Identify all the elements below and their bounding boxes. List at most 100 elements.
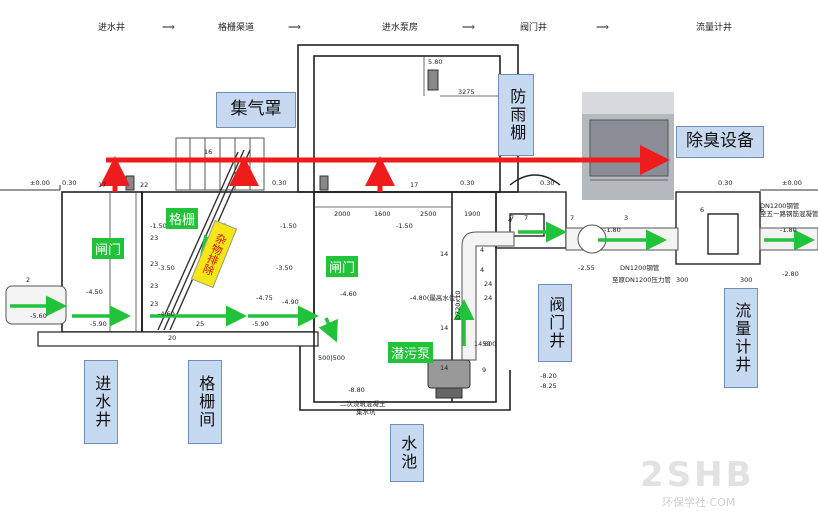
label-d500: 500|500 xyxy=(318,354,345,362)
label-n2: 2 xyxy=(26,276,30,284)
label-m150-a: -1.50 xyxy=(150,222,167,230)
label-m490: -4.90 xyxy=(282,298,299,306)
hoist-equipment xyxy=(125,69,439,191)
header-stage-3: 进水泵房 xyxy=(382,21,418,33)
label-m590-b: -5.90 xyxy=(252,320,269,328)
callout-sump: 水池 xyxy=(390,424,424,482)
callout-gas-hood: 集气罩 xyxy=(216,92,296,128)
callout-valve-well: 阀门井 xyxy=(538,284,572,362)
building-lines xyxy=(109,56,500,332)
grille-screen xyxy=(157,149,251,331)
label-n25: 25 xyxy=(196,320,204,328)
header-stage-2: 格栅渠道 xyxy=(218,21,254,33)
label-m820: -8.20 xyxy=(540,372,557,380)
header-stage-1: 进水井 xyxy=(98,21,125,33)
tag-gate-left: 闸门 xyxy=(92,238,125,259)
label-dim-2500: 2500 xyxy=(420,210,437,218)
watermark-logo: 2SHB xyxy=(640,455,755,495)
label-n24-b: 24 xyxy=(484,294,492,302)
dimension-labels: 5.80 3275 16 ±0.00 0.30 17 22 0.30 17 0.… xyxy=(26,58,818,416)
callout-deodorizer: 除臭设备 xyxy=(676,126,764,158)
label-m255: -2.55 xyxy=(578,264,595,272)
label-m180-b: -1.80 xyxy=(780,226,797,234)
label-n14-b: 14 xyxy=(440,324,448,332)
label-n14-a: 14 xyxy=(440,250,448,258)
water-flow-arrows xyxy=(10,221,815,346)
label-dim-1600: 1600 xyxy=(374,210,391,218)
flow-meter-well-structure xyxy=(675,191,761,265)
label-m150-b: -1.50 xyxy=(280,222,297,230)
label-n14-c: 14 xyxy=(440,364,448,372)
label-n24-a: 24 xyxy=(484,280,492,288)
header-stages: 进水井 ⟹ 格栅渠道 ⟹ 进水泵房 ⟹ 阀门井 ⟹ 流量计井 xyxy=(98,21,732,33)
label-n6-b: 6 xyxy=(760,206,764,214)
label-n23-d: 23 xyxy=(150,300,158,308)
label-dim-2000: 2000 xyxy=(334,210,351,218)
label-n23-b: 23 xyxy=(150,260,158,268)
callout-rain-shed: 防雨棚 xyxy=(498,74,534,156)
label-dn1200-c: DN1200钢管 xyxy=(760,201,800,210)
air-duct-arrows xyxy=(100,145,670,192)
label-pm000-left: ±0.00 xyxy=(30,179,50,187)
label-top-580: 5.80 xyxy=(428,58,442,66)
header-arrow-4: ⟹ xyxy=(596,23,609,33)
label-lvl-030-e: 0.30 xyxy=(718,179,732,187)
label-n17-a: 17 xyxy=(98,181,106,189)
label-dn1200-b: 至原DN1200压力管 xyxy=(612,275,671,284)
label-n23-c: 23 xyxy=(150,282,158,290)
sump-structure xyxy=(297,44,519,411)
tag-pump: 潜污泵 xyxy=(388,342,434,363)
label-dim-16: 16 xyxy=(204,148,212,156)
valve-well-structure xyxy=(495,174,567,249)
label-m460-b: -4.60 xyxy=(158,310,175,318)
submersible-pump xyxy=(427,359,471,399)
label-n17-b: 17 xyxy=(410,181,418,189)
label-m475: -4.75 xyxy=(256,294,273,302)
base-slab xyxy=(37,331,319,347)
label-dim-3275: 3275 xyxy=(458,88,475,96)
label-pm000-right: ±0.00 xyxy=(782,179,802,187)
label-n3: 3 xyxy=(624,214,628,222)
label-n7-a: 7 xyxy=(510,214,514,222)
label-m590-a: -5.90 xyxy=(90,320,107,328)
header-arrow-2: ⟹ xyxy=(288,23,301,33)
header-arrow-1: ⟹ xyxy=(162,23,175,33)
header-stage-5: 流量计井 xyxy=(696,21,732,33)
label-n9: 9 xyxy=(482,366,486,374)
label-d600: 600 xyxy=(484,340,496,348)
label-n7-c: 7 xyxy=(570,214,574,222)
label-n6-a: 6 xyxy=(700,206,704,214)
label-lvl-030-b: 0.30 xyxy=(272,179,286,187)
label-m480: -4.80(最高水位) xyxy=(410,293,458,302)
label-m560: -5.60 xyxy=(30,312,47,320)
label-n4-c: 4 xyxy=(508,216,512,224)
tag-grille: 格栅 xyxy=(166,208,199,229)
label-m825: -8.25 xyxy=(540,382,557,390)
label-n20: 20 xyxy=(168,334,176,342)
header-arrow-3: ⟹ xyxy=(462,23,475,33)
gas-hood-frame xyxy=(175,137,265,191)
label-n22: 22 xyxy=(140,181,148,189)
label-m460-a: -4.60 xyxy=(340,290,357,298)
label-n4-a: 4 xyxy=(480,246,484,254)
label-d300-b: 300 xyxy=(740,276,752,284)
label-dn1200-d: 至五一路钢筋混凝管 xyxy=(760,209,818,218)
label-m350-a: -3.50 xyxy=(158,264,175,272)
callout-grille-room: 格栅间 xyxy=(188,360,222,444)
deodorizer-photo xyxy=(582,92,674,200)
watermark-text: 环保学社·COM xyxy=(662,496,736,509)
label-m350-b: -3.50 xyxy=(276,264,293,272)
callout-flow-meter-well: 流量计井 xyxy=(724,288,758,388)
label-lvl-030-c: 0.30 xyxy=(460,179,474,187)
label-dim-1900: 1900 xyxy=(464,210,481,218)
callout-inlet-well: 进水井 xyxy=(84,360,118,444)
label-pipe-v: D720x10 xyxy=(454,290,462,320)
label-m180-a: -1.80 xyxy=(604,226,621,234)
label-concrete-note: 二次浇筑混凝土 xyxy=(340,399,386,408)
label-dn1200-a: DN1200钢管 xyxy=(620,263,660,272)
label-d1450: 1450 xyxy=(474,340,491,348)
label-n4-b: 4 xyxy=(480,266,484,274)
label-lvl-030-a: 0.30 xyxy=(62,179,76,187)
